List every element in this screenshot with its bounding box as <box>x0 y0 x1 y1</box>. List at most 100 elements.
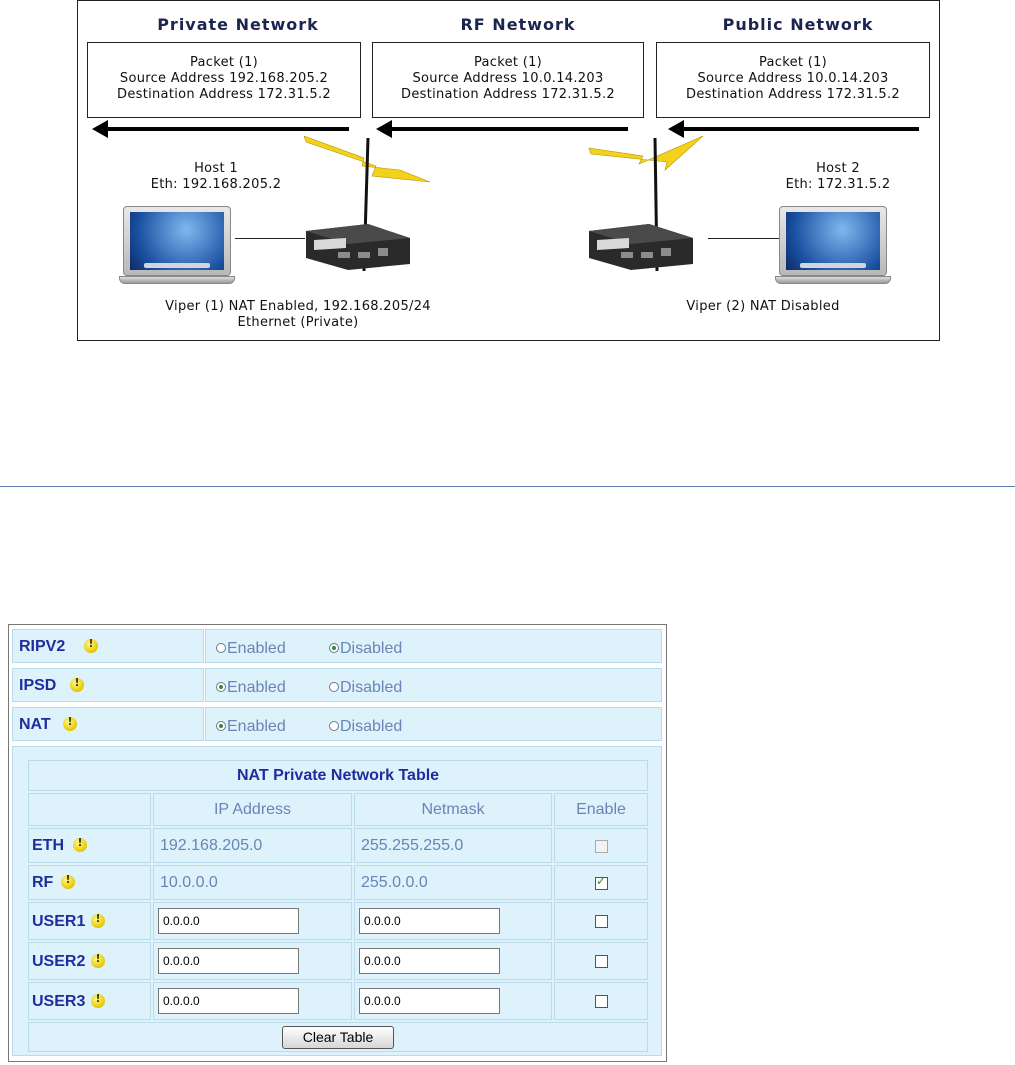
user2-netmask-input[interactable] <box>359 948 500 974</box>
user3-ip-input[interactable] <box>158 988 299 1014</box>
packet-name: Packet (1) <box>189 55 259 70</box>
header-blank-cell <box>28 793 151 826</box>
info-icon[interactable] <box>91 912 105 928</box>
packet-destination: Destination Address 172.31.5.2 <box>686 87 900 102</box>
nat-label-cell: NAT <box>12 707 204 741</box>
ripv2-disabled-option[interactable]: Disabled <box>329 638 402 658</box>
ripv2-value-cell: Enabled Disabled <box>205 629 662 663</box>
rf-enable-cell <box>554 865 648 900</box>
user1-netmask-input[interactable] <box>359 908 500 934</box>
info-icon[interactable] <box>91 952 105 968</box>
user1-ip-input[interactable] <box>158 908 299 934</box>
nat-table-title: NAT Private Network Table <box>236 767 440 784</box>
user3-netmask-input[interactable] <box>359 988 500 1014</box>
host1-label: Host 1 Eth: 192.168.205.2 <box>146 161 286 193</box>
user2-enable-cell <box>554 942 648 980</box>
table-row: USER2 <box>28 942 151 980</box>
packet-box-rf: Packet (1) Source Address 10.0.14.203 De… <box>372 42 644 118</box>
ripv2-enabled-option[interactable]: Enabled <box>216 638 286 658</box>
user2-ip-cell <box>153 942 352 980</box>
nat-enabled-radio[interactable] <box>216 721 226 731</box>
packet-name: Packet (1) <box>758 55 828 70</box>
eth-ip-cell: 192.168.205.0 <box>153 828 352 863</box>
host2-eth: Eth: 172.31.5.2 <box>785 177 891 192</box>
viper1-line2: Ethernet (Private) <box>237 315 359 330</box>
header-enable-cell: Enable <box>554 793 648 826</box>
nat-table-title-cell: NAT Private Network Table <box>28 760 648 791</box>
router-antenna-icon <box>588 136 704 272</box>
radio-label: Enabled <box>227 640 286 657</box>
packet-destination: Destination Address 172.31.5.2 <box>401 87 615 102</box>
packet-destination: Destination Address 172.31.5.2 <box>117 87 331 102</box>
network-diagram: Private Network RF Network Public Networ… <box>77 0 940 341</box>
header-ip-cell: IP Address <box>153 793 352 826</box>
nat-enabled-option[interactable]: Enabled <box>216 716 286 736</box>
ripv2-label: RIPV2 <box>19 638 66 655</box>
rf-enable-checkbox[interactable] <box>595 874 608 890</box>
user1-label: USER1 <box>32 913 86 930</box>
info-icon[interactable] <box>73 836 87 852</box>
user3-label: USER3 <box>32 993 86 1010</box>
header-netmask-cell: Netmask <box>354 793 552 826</box>
packet-box-public: Packet (1) Source Address 10.0.14.203 De… <box>656 42 930 118</box>
ip-address-header: IP Address <box>213 801 292 818</box>
ripv2-label-cell: RIPV2 <box>12 629 204 663</box>
info-icon[interactable] <box>84 637 98 653</box>
eth-netmask-value: 255.255.255.0 <box>361 837 464 854</box>
info-icon[interactable] <box>63 715 77 731</box>
private-network-title: Private Network <box>157 15 319 34</box>
arrow-left-icon <box>668 120 919 138</box>
info-icon[interactable] <box>61 873 75 889</box>
ripv2-enabled-radio[interactable] <box>216 643 226 653</box>
rf-label: RF <box>32 874 54 891</box>
radio-label: Enabled <box>227 718 286 735</box>
eth-ip-value: 192.168.205.0 <box>160 837 263 854</box>
ethernet-cable-line <box>235 238 305 239</box>
radio-label: Disabled <box>340 679 403 696</box>
table-row: ETH <box>28 828 151 863</box>
arrow-left-icon <box>376 120 628 138</box>
info-icon[interactable] <box>91 992 105 1008</box>
eth-enable-cell <box>554 828 648 863</box>
user3-netmask-cell <box>354 982 552 1020</box>
user1-enable-cell <box>554 902 648 940</box>
user1-enable-checkbox[interactable] <box>595 915 608 928</box>
user3-enable-checkbox[interactable] <box>595 995 608 1008</box>
eth-enable-checkbox <box>595 840 608 853</box>
ipsd-disabled-option[interactable]: Disabled <box>329 677 402 697</box>
table-row: RF <box>28 865 151 900</box>
public-network-title: Public Network <box>722 15 874 34</box>
host2-label: Host 2 Eth: 172.31.5.2 <box>768 161 908 193</box>
info-icon[interactable] <box>70 676 84 692</box>
packet-source: Source Address 10.0.14.203 <box>412 71 604 86</box>
ipsd-label-cell: IPSD <box>12 668 204 702</box>
user3-enable-cell <box>554 982 648 1020</box>
user3-ip-cell <box>153 982 352 1020</box>
nat-disabled-option[interactable]: Disabled <box>329 716 402 736</box>
user2-netmask-cell <box>354 942 552 980</box>
user2-ip-input[interactable] <box>158 948 299 974</box>
nat-disabled-radio[interactable] <box>329 721 339 731</box>
ipsd-enabled-radio[interactable] <box>216 682 226 692</box>
user2-enable-checkbox[interactable] <box>595 955 608 968</box>
table-row: USER3 <box>28 982 151 1020</box>
ripv2-disabled-radio[interactable] <box>329 643 339 653</box>
host1-name: Host 1 <box>194 161 238 176</box>
host1-eth: Eth: 192.168.205.2 <box>150 177 282 192</box>
ipsd-disabled-radio[interactable] <box>329 682 339 692</box>
eth-netmask-cell: 255.255.255.0 <box>354 828 552 863</box>
nat-label: NAT <box>19 716 51 733</box>
radio-label: Enabled <box>227 679 286 696</box>
viper1-caption: Viper (1) NAT Enabled, 192.168.205/24 Et… <box>118 299 478 331</box>
nat-value-cell: Enabled Disabled <box>205 707 662 741</box>
clear-table-button[interactable]: Clear Table <box>282 1026 394 1049</box>
section-divider <box>0 486 1015 487</box>
nat-config-panel: RIPV2 Enabled Disabled IPSD Enabled Disa… <box>8 624 667 1062</box>
netmask-header: Netmask <box>421 801 485 818</box>
table-row: USER1 <box>28 902 151 940</box>
rf-netmask-value: 255.0.0.0 <box>361 874 428 891</box>
ipsd-enabled-option[interactable]: Enabled <box>216 677 286 697</box>
packet-source: Source Address 10.0.14.203 <box>697 71 889 86</box>
arrow-left-icon <box>92 120 349 138</box>
rf-network-title: RF Network <box>460 15 576 34</box>
